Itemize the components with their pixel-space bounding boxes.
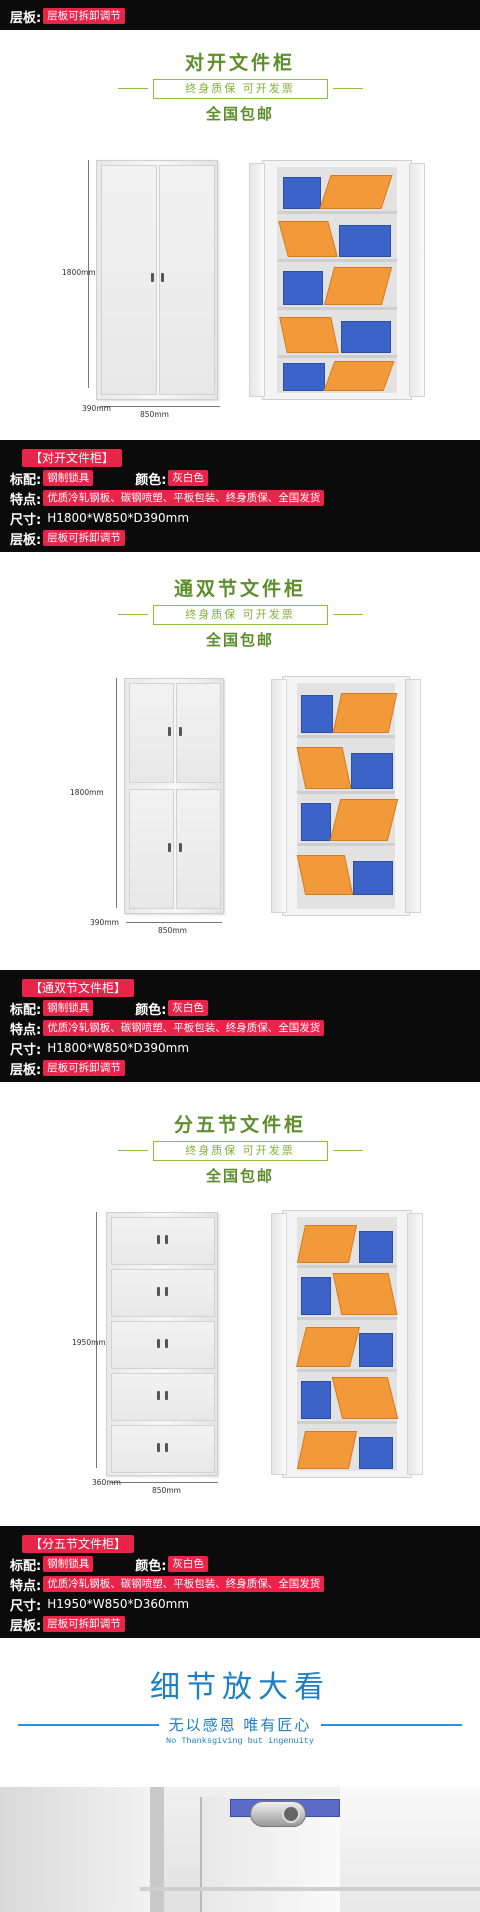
depth-dimension: 390mm <box>82 404 111 413</box>
section-double-door: 对开文件柜 终身质保 可开发票 全国包邮 1800mm 850mm 390mm <box>0 30 480 440</box>
section-two-section: 通双节文件柜 终身质保 可开发票 全国包邮 1800mm 850mm 390mm <box>0 552 480 970</box>
detail-section: 细节放大看 无以感恩 唯有匠心 No Thanksgiving but inge… <box>0 1638 480 1912</box>
lock-label: 标配: <box>10 1002 42 1018</box>
shelf-label: 层板: <box>10 10 42 26</box>
closed-cabinet-image <box>96 160 218 400</box>
hinge-closeup-image <box>0 1787 480 1912</box>
free-shipping-text: 全国包邮 <box>205 105 274 123</box>
feature-label: 特点: <box>10 1578 42 1594</box>
detail-title: 细节放大看 <box>150 1670 330 1705</box>
feature-label: 特点: <box>10 492 42 508</box>
spec-band-five-section: 【分五节文件柜】 标配: 钢制锁具 颜色: 灰白色 特点: 优质冷轧钢板、碳钢喷… <box>0 1526 480 1638</box>
door-handle-icon <box>165 1339 168 1348</box>
color-value: 灰白色 <box>168 470 208 486</box>
door-handle-icon <box>168 843 171 852</box>
detail-english-text: No Thanksgiving but ingenuity <box>166 1736 314 1746</box>
product-images: 1800mm 850mm 390mm <box>0 130 480 419</box>
shelf-value: 层板可拆卸调节 <box>43 1616 125 1632</box>
open-cabinet-image <box>249 160 425 400</box>
top-spec-band: 层板: 层板可拆卸调节 <box>0 0 480 30</box>
door-handle-icon <box>179 727 182 736</box>
color-label: 颜色: <box>135 472 167 488</box>
door-handle-icon <box>157 1235 160 1244</box>
product-images: 1800mm 850mm 390mm <box>0 656 480 936</box>
depth-dimension: 360mm <box>92 1478 121 1487</box>
door-handle-icon <box>161 273 164 282</box>
shelf-label: 层板: <box>10 532 42 548</box>
size-label: 尺寸: <box>10 512 42 528</box>
slogan-box: 终身质保 可开发票 <box>117 79 363 99</box>
size-label: 尺寸: <box>10 1598 42 1614</box>
feature-label: 特点: <box>10 1022 42 1038</box>
free-shipping-text: 全国包邮 <box>205 1167 274 1185</box>
door-handle-icon <box>157 1339 160 1348</box>
feature-value: 优质冷轧钢板、碳钢喷塑、平板包装、终身质保、全国发货 <box>43 1576 325 1592</box>
height-dimension: 1950mm <box>72 1338 106 1347</box>
color-label: 颜色: <box>135 1558 167 1574</box>
height-dimension: 1800mm <box>70 788 104 797</box>
width-dimension: 850mm <box>158 926 187 935</box>
section-title: 对开文件柜 <box>184 52 295 74</box>
height-dimension: 1800mm <box>62 268 96 277</box>
closed-cabinet-image <box>124 678 224 914</box>
product-images: 1950mm 850mm 360mm <box>0 1192 480 1495</box>
slogan-box: 终身质保 可开发票 <box>117 605 363 625</box>
product-name-badge: 【对开文件柜】 <box>22 449 123 467</box>
door-handle-icon <box>157 1443 160 1452</box>
spec-band-double-door: 【对开文件柜】 标配: 钢制锁具 颜色: 灰白色 特点: 优质冷轧钢板、碳钢喷塑… <box>0 440 480 552</box>
section-five-section: 分五节文件柜 终身质保 可开发票 全国包邮 1950mm 850mm 360mm <box>0 1082 480 1526</box>
shelf-value: 层板可拆卸调节 <box>43 1060 125 1076</box>
depth-dimension: 390mm <box>90 918 119 927</box>
shelf-value: 层板可拆卸调节 <box>43 8 125 24</box>
spec-band-two-section: 【通双节文件柜】 标配: 钢制锁具 颜色: 灰白色 特点: 优质冷轧钢板、碳钢喷… <box>0 970 480 1082</box>
door-handle-icon <box>165 1287 168 1296</box>
detail-subtitle: 无以感恩 唯有匠心 <box>0 1714 480 1734</box>
feature-value: 优质冷轧钢板、碳钢喷塑、平板包装、终身质保、全国发货 <box>43 1020 325 1036</box>
shelf-label: 层板: <box>10 1618 42 1634</box>
section-title: 分五节文件柜 <box>173 1114 306 1136</box>
door-handle-icon <box>151 273 154 282</box>
color-value: 灰白色 <box>168 1000 208 1016</box>
detail-subtitle-text: 无以感恩 唯有匠心 <box>158 1716 322 1734</box>
size-label: 尺寸: <box>10 1042 42 1058</box>
size-value: H1950*W850*D360mm <box>47 1597 190 1611</box>
size-value: H1800*W850*D390mm <box>47 1041 190 1055</box>
width-dimension: 850mm <box>140 410 169 419</box>
size-value: H1800*W850*D390mm <box>47 511 190 525</box>
closed-cabinet-image <box>106 1212 218 1476</box>
door-handle-icon <box>157 1391 160 1400</box>
door-handle-icon <box>165 1391 168 1400</box>
lock-label: 标配: <box>10 472 42 488</box>
section-title: 通双节文件柜 <box>173 578 306 600</box>
door-handle-icon <box>179 843 182 852</box>
product-name-badge: 【分五节文件柜】 <box>22 1535 135 1553</box>
product-name-badge: 【通双节文件柜】 <box>22 979 135 997</box>
lock-label: 标配: <box>10 1558 42 1574</box>
width-dimension: 850mm <box>152 1486 181 1495</box>
shelf-label: 层板: <box>10 1062 42 1078</box>
open-cabinet-image <box>271 676 421 916</box>
open-cabinet-image <box>271 1210 423 1478</box>
door-handle-icon <box>168 727 171 736</box>
shelf-value: 层板可拆卸调节 <box>43 530 125 546</box>
free-shipping-text: 全国包邮 <box>205 631 274 649</box>
color-value: 灰白色 <box>168 1556 208 1572</box>
color-label: 颜色: <box>135 1002 167 1018</box>
feature-value: 优质冷轧钢板、碳钢喷塑、平板包装、终身质保、全国发货 <box>43 490 325 506</box>
door-handle-icon <box>165 1235 168 1244</box>
slogan-box: 终身质保 可开发票 <box>117 1141 363 1161</box>
lock-value: 钢制锁具 <box>43 1556 94 1572</box>
lock-value: 钢制锁具 <box>43 1000 94 1016</box>
door-handle-icon <box>157 1287 160 1296</box>
door-handle-icon <box>165 1443 168 1452</box>
lock-value: 钢制锁具 <box>43 470 94 486</box>
